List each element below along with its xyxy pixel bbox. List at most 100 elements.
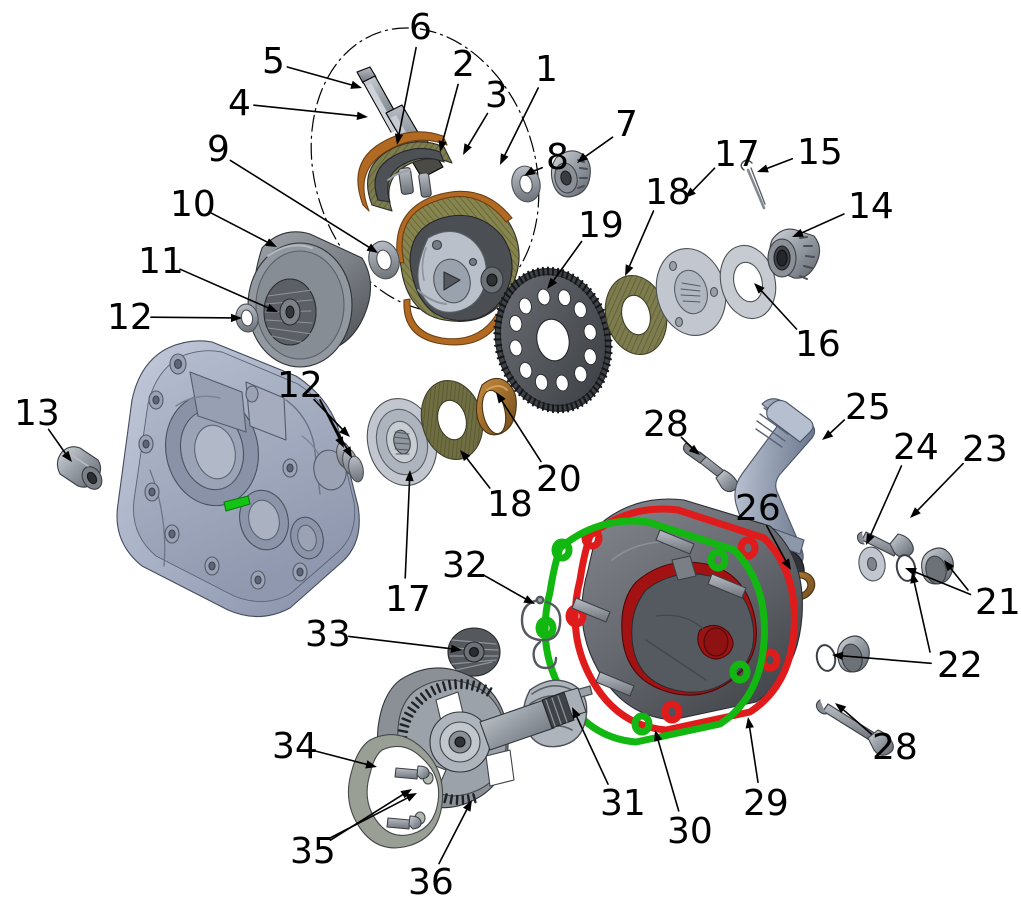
leader-arrowhead-14 [792, 228, 804, 237]
callout-number-31: 31 [600, 783, 646, 824]
callout-number-22: 22 [937, 645, 983, 686]
leader-arrowhead-33 [450, 644, 462, 653]
leader-arrowhead-23 [910, 507, 921, 518]
leader-line-20 [499, 396, 542, 463]
leader-arrowhead-21 [905, 568, 917, 576]
callout-number-18: 18 [645, 172, 691, 213]
leader-line-18 [463, 454, 491, 489]
callout-number-15: 15 [797, 132, 843, 173]
leader-line-7 [581, 136, 614, 160]
leader-line-1 [502, 87, 540, 160]
leader-line-18 [627, 210, 655, 271]
callout-number-29: 29 [743, 783, 789, 824]
callout-number-17: 17 [714, 134, 760, 175]
leader-line-21-extra [947, 564, 969, 591]
leader-line-26 [765, 525, 789, 565]
callout-number-32: 32 [442, 545, 488, 586]
callout-number-14: 14 [848, 186, 894, 227]
leader-line-30 [656, 735, 680, 812]
leader-arrowhead-35-extra [405, 793, 417, 802]
leader-line-21 [910, 569, 972, 596]
leader-line-6 [397, 46, 417, 139]
callout-number-13: 13 [14, 393, 60, 434]
leader-line-22-extra [912, 577, 931, 653]
leader-arrowhead-12b-extra [343, 446, 352, 458]
callout-number-21: 21 [975, 582, 1021, 623]
leader-arrowhead-22 [832, 651, 844, 661]
leader-line-12b-extra [319, 399, 350, 453]
callout-number-34: 34 [272, 726, 318, 767]
leader-arrowhead-30 [654, 730, 663, 742]
leader-line-23 [914, 462, 964, 514]
callout-number-10: 10 [170, 184, 216, 225]
leader-line-24 [868, 465, 903, 540]
callout-number-7: 7 [615, 104, 638, 145]
leader-line-29 [748, 723, 759, 784]
leader-line-35-extra [329, 795, 412, 839]
leader-line-34 [314, 750, 372, 767]
leader-line-17 [689, 167, 716, 195]
leader-arrowhead-15 [757, 164, 769, 173]
leader-arrowhead-12 [339, 426, 350, 437]
leader-arrowhead-12 [231, 313, 242, 323]
callout-number-5: 5 [262, 41, 285, 82]
leader-arrowhead-8 [524, 166, 536, 176]
leader-line-11 [179, 268, 273, 311]
leader-line-13 [47, 428, 69, 458]
callout-number-9: 9 [207, 129, 230, 170]
leader-arrowhead-2 [438, 140, 447, 152]
leader-arrowhead-6 [394, 133, 404, 145]
callout-number-24: 24 [893, 427, 939, 468]
leader-arrowhead-9 [366, 243, 378, 253]
leader-line-22 [838, 654, 932, 665]
callout-number-12: 12 [107, 297, 153, 338]
callout-number-26: 26 [735, 488, 781, 529]
leader-line-19 [550, 240, 583, 285]
leader-arrowhead-20 [496, 392, 506, 404]
callout-number-12: 12 [277, 365, 323, 406]
leader-line-4 [253, 104, 362, 118]
leader-line-10 [210, 212, 272, 245]
callout-number-4: 4 [228, 83, 251, 124]
leader-arrowhead-7 [577, 152, 589, 163]
leader-arrowhead-36 [463, 800, 472, 812]
callout-number-19: 19 [578, 205, 624, 246]
leader-arrowhead-29 [745, 717, 754, 729]
leader-line-17 [404, 476, 411, 579]
callout-number-18: 18 [487, 484, 533, 525]
leader-arrowhead-16 [754, 283, 765, 294]
leader-arrowhead-10 [265, 238, 277, 247]
callout-number-23: 23 [962, 429, 1008, 470]
leader-line-16 [758, 287, 798, 330]
callout-number-35: 35 [290, 831, 336, 872]
leader-arrowhead-18 [460, 450, 471, 462]
leader-arrowhead-28 [688, 444, 700, 455]
callout-number-1: 1 [535, 49, 558, 90]
leader-arrowhead-32 [523, 595, 535, 604]
callout-number-30: 30 [667, 811, 713, 852]
leader-line-35 [329, 791, 407, 842]
callout-number-3: 3 [485, 75, 508, 116]
leader-line-15 [762, 157, 794, 171]
leader-line-3 [465, 112, 489, 150]
leader-arrowhead-28 [835, 703, 847, 714]
leader-arrowhead-21-extra [944, 560, 955, 572]
leader-arrowhead-13 [61, 450, 72, 462]
leader-line-28 [839, 706, 873, 735]
callout-number-17: 17 [385, 579, 431, 620]
leader-line-2 [440, 83, 459, 146]
leader-arrowhead-11 [266, 303, 278, 312]
callout-number-25: 25 [845, 387, 891, 428]
leader-arrowhead-19 [547, 277, 558, 289]
leader-line-12 [150, 316, 236, 319]
leader-arrowhead-22-extra [910, 572, 919, 584]
callout-number-36: 36 [408, 862, 454, 903]
leader-arrowhead-18 [625, 264, 634, 276]
callout-number-28: 28 [872, 727, 918, 768]
callout-number-28: 28 [643, 404, 689, 445]
leader-arrowhead-34 [365, 760, 377, 769]
leader-line-36 [438, 805, 470, 865]
callout-number-16: 16 [795, 324, 841, 365]
